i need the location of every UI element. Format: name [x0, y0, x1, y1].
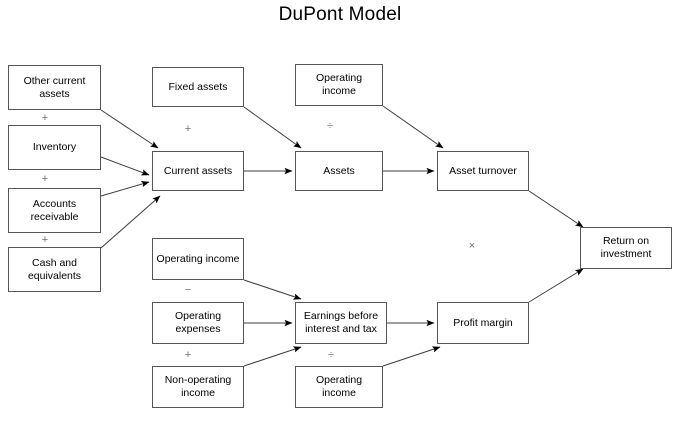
node-ebit[interactable]: Earnings before interest and tax	[295, 302, 387, 344]
node-label: Current assets	[163, 164, 233, 177]
node-non-operating-income[interactable]: Non-operating income	[152, 366, 244, 408]
node-label: Other current assets	[23, 74, 86, 100]
node-asset-turnover[interactable]: Asset turnover	[437, 151, 529, 191]
node-operating-income-mid[interactable]: Operating income	[152, 238, 244, 280]
operator-plus-receivable-cash: +	[41, 234, 49, 246]
node-label: Fixed assets	[168, 80, 228, 93]
edge-operating-income-bot-to-profit-margin	[382, 346, 441, 367]
operator-plus-fixed-current: +	[184, 123, 192, 135]
edge-non-operating-income-to-ebit	[243, 346, 302, 367]
node-label: Assets	[323, 164, 355, 177]
node-label: Return on investment	[600, 235, 652, 260]
node-label: Cash and equivalents	[27, 256, 82, 282]
node-return-on-investment[interactable]: Return on investment	[580, 227, 672, 269]
node-label: Accounts receivable	[30, 197, 79, 223]
node-label: Earnings before interest and tax	[303, 310, 379, 335]
node-label: Operating income	[315, 374, 363, 399]
node-current-assets[interactable]: Current assets	[152, 151, 244, 191]
edge-operating-income-top-to-asset-turnover	[382, 105, 444, 149]
edge-profit-margin-to-roi	[528, 268, 584, 303]
node-operating-income-bot[interactable]: Operating income	[295, 366, 383, 408]
operator-plus-inventory-receivable: +	[41, 173, 49, 185]
operator-plus-expenses-nonoperating: +	[184, 349, 192, 361]
edge-other-current-assets-to-current-assets	[100, 109, 159, 149]
node-other-current-assets[interactable]: Other current assets	[8, 65, 101, 110]
node-label: Inventory	[32, 141, 77, 153]
node-label: Non-operating income	[164, 374, 232, 399]
operator-divide-ebit-operating: ÷	[327, 349, 335, 361]
operator-minus-income-expenses: −	[184, 284, 192, 296]
node-label: Profit margin	[453, 316, 513, 329]
edge-asset-turnover-to-roi	[528, 190, 584, 228]
operator-plus-other-inventory: +	[41, 112, 49, 124]
node-assets[interactable]: Assets	[295, 151, 383, 191]
operator-times-turnover-margin: ×	[468, 240, 476, 252]
node-inventory[interactable]: Inventory	[8, 125, 101, 170]
node-operating-expenses[interactable]: Operating expenses	[152, 302, 244, 344]
node-label: Operating income	[156, 252, 240, 265]
node-label: Asset turnover	[449, 164, 517, 177]
edge-fixed-assets-to-assets	[243, 106, 302, 149]
page-title: DuPont Model	[278, 4, 402, 25]
edge-accounts-receivable-to-current-assets	[100, 181, 150, 197]
node-cash-and-equivalents[interactable]: Cash and equivalents	[8, 247, 101, 292]
node-operating-income-top[interactable]: Operating income	[295, 64, 383, 106]
node-profit-margin[interactable]: Profit margin	[437, 302, 529, 344]
edge-inventory-to-current-assets	[100, 156, 150, 176]
node-label: Operating income	[315, 72, 363, 97]
operator-divide-operating-assets: ÷	[326, 120, 334, 132]
edge-operating-income-mid-to-ebit	[243, 279, 302, 300]
node-label: Operating expenses	[174, 310, 222, 335]
node-fixed-assets[interactable]: Fixed assets	[152, 67, 244, 107]
node-accounts-receivable[interactable]: Accounts receivable	[8, 188, 101, 233]
